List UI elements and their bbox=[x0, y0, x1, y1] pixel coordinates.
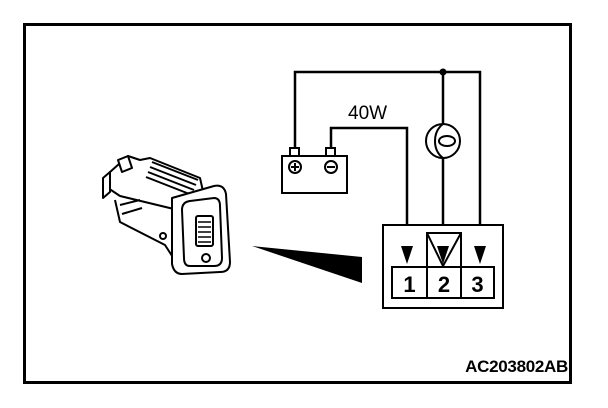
lamp-icon bbox=[425, 123, 461, 159]
battery-icon bbox=[281, 147, 348, 194]
wire-positive bbox=[293, 70, 482, 248]
arrow-icon bbox=[437, 246, 449, 264]
pointer-wedge bbox=[252, 246, 362, 283]
diagram-frame bbox=[23, 23, 572, 384]
test-arrows bbox=[401, 246, 486, 264]
figure-id: AC203802AB bbox=[465, 357, 568, 376]
terminal-label-1: 1 bbox=[403, 272, 415, 297]
arrow-icon bbox=[401, 246, 413, 264]
lamp-label: 40W bbox=[348, 103, 387, 124]
terminal-cell-3 bbox=[460, 266, 495, 299]
terminal-label-3: 3 bbox=[471, 272, 483, 297]
connector bbox=[382, 224, 504, 309]
rocker-ribs bbox=[198, 221, 211, 243]
battery-symbols bbox=[291, 163, 335, 171]
wire-negative bbox=[329, 126, 409, 248]
switch-illustration bbox=[102, 155, 231, 275]
terminal-label-2: 2 bbox=[438, 272, 450, 297]
terminal-cell-2 bbox=[426, 266, 462, 299]
wires bbox=[293, 70, 482, 248]
arrow-icon bbox=[474, 246, 486, 264]
switch-ribs bbox=[145, 161, 199, 196]
junction-dot bbox=[439, 68, 447, 76]
